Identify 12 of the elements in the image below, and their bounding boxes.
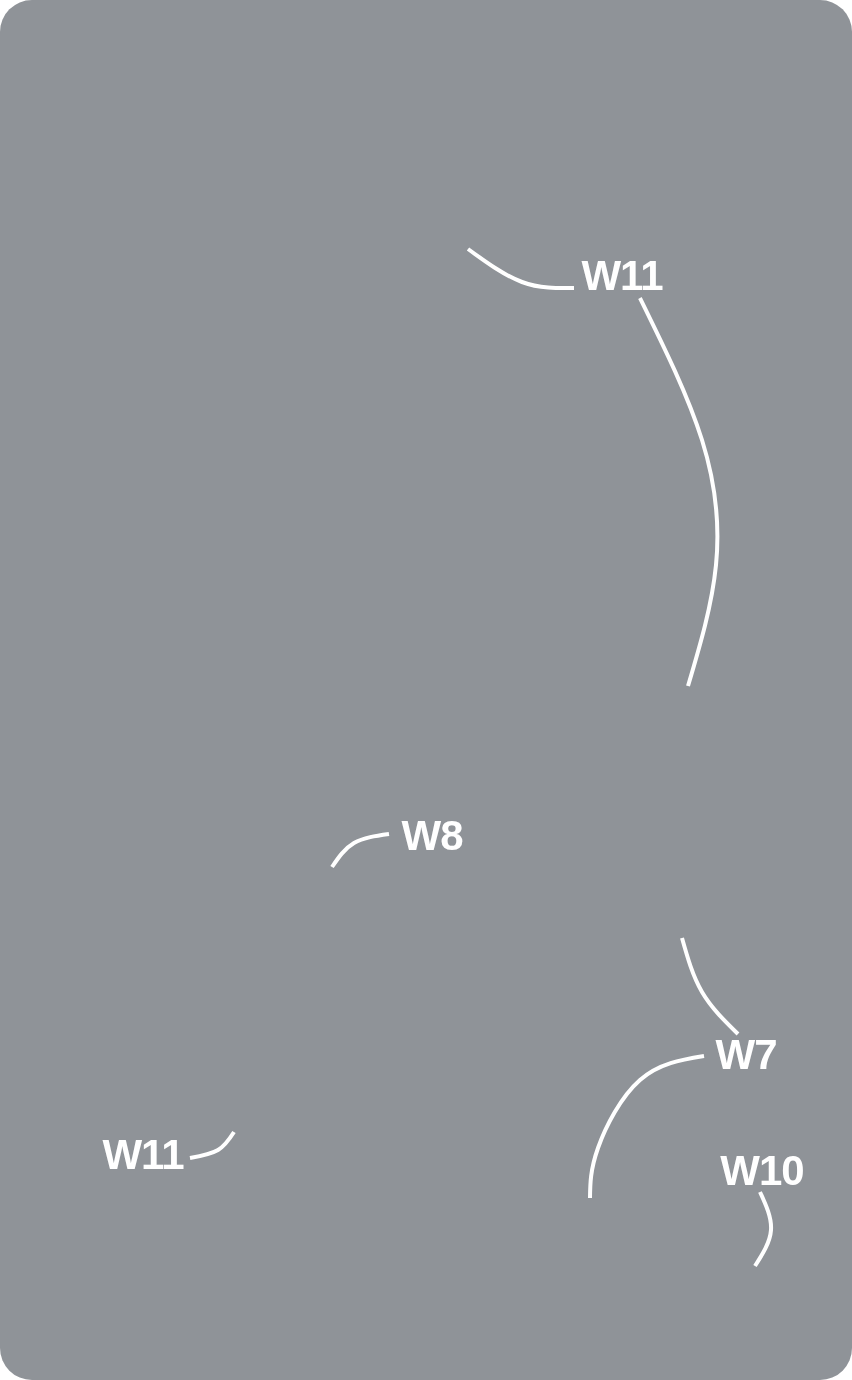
leader-line	[638, 297, 720, 687]
leader-line	[466, 247, 575, 291]
wire-label: W11	[581, 255, 663, 297]
leader-line	[753, 1191, 774, 1268]
wire-label: W7	[715, 1034, 777, 1076]
wire-label: W10	[720, 1150, 804, 1192]
leader-line	[588, 1054, 705, 1198]
wire-label: W11	[102, 1134, 184, 1176]
wire-label: W8	[401, 815, 463, 857]
leader-line	[680, 937, 740, 1036]
leader-line	[189, 1130, 236, 1160]
leader-line	[330, 832, 390, 869]
